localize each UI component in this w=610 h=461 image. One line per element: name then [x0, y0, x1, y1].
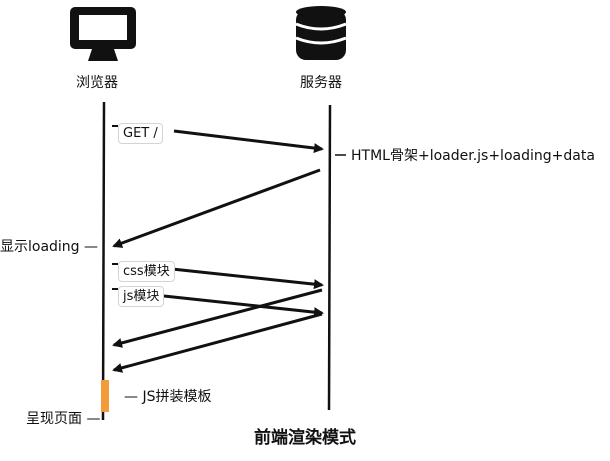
- diagram-title: 前端渲染模式: [254, 428, 356, 448]
- js-template-activation: [101, 380, 109, 412]
- get-request-label: GET /: [118, 123, 163, 144]
- browser-lifeline: [101, 101, 106, 421]
- arrow-css-response: [112, 288, 323, 348]
- arrow-get-request: [173, 129, 324, 153]
- arrow-response: [112, 168, 321, 248]
- arrow-css-request: [171, 267, 324, 290]
- js-module-label: js模块: [118, 286, 165, 307]
- show-loading-label: 显示loading —: [0, 239, 99, 255]
- render-page-label: 呈现页面 —: [26, 411, 101, 427]
- js-template-label: — JS拼装模板: [124, 389, 212, 405]
- response-label: HTML骨架+loader.js+loading+data: [351, 148, 595, 164]
- server-label: 服务器: [300, 75, 342, 91]
- server-lifeline: [327, 104, 332, 411]
- arrow-js-response: [112, 312, 323, 373]
- database-icon: [295, 6, 347, 60]
- monitor-icon: [70, 7, 136, 61]
- browser-label: 浏览器: [76, 75, 118, 91]
- arrow-js-request: [163, 294, 324, 318]
- css-module-label: css模块: [118, 261, 175, 282]
